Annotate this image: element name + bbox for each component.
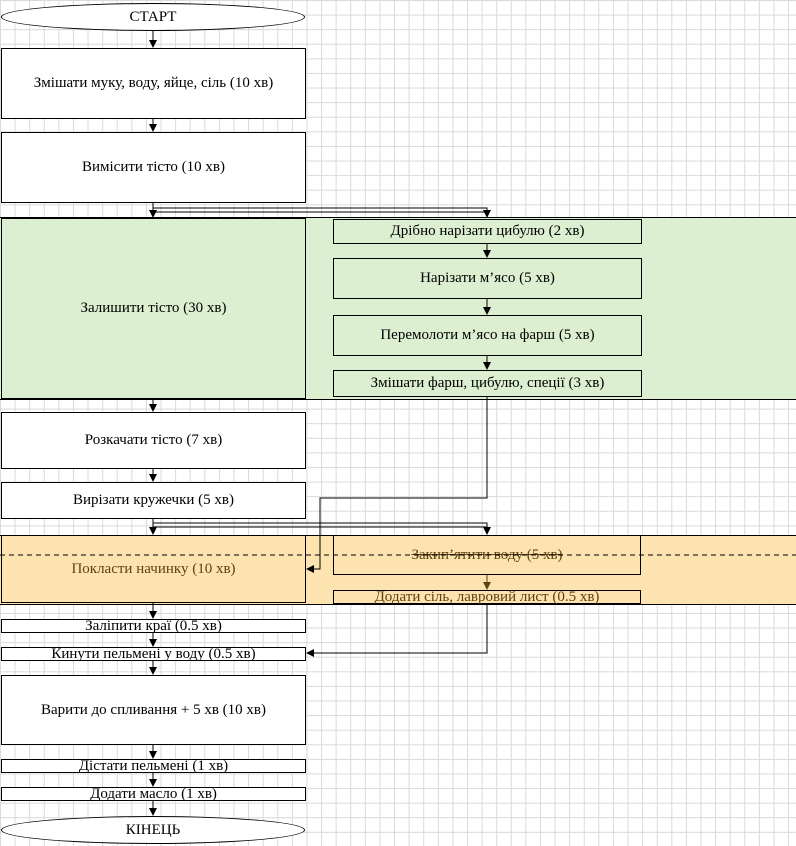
step-add-salt-bay-leaf: Додати сіль, лавровий лист (0.5 хв) [333,589,641,604]
end-terminal: КІНЕЦЬ [1,816,305,844]
start-terminal: СТАРТ [1,3,305,31]
arrow-water-to-throw [306,604,488,657]
step-cook: Варити до спливання + 5 хв (10 хв) [1,675,306,745]
parallel-band-orange [0,535,796,605]
parallel-band-green [0,217,796,400]
step-knead-dough: Вимісити тісто (10 хв) [1,132,306,203]
step-chop-onion: Дрібно нарізати цибулю (2 хв) [333,219,642,244]
step-cut-circles: Вирізати кружечки (5 хв) [1,482,306,519]
step-add-butter: Додати масло (1 хв) [1,786,306,801]
step-rest-dough: Залишити тісто (30 хв) [1,218,306,399]
arrow-circles-to-boil [153,522,491,535]
step-mix-ingredients: Змішати муку, воду, яйце, сіль (10 хв) [1,48,306,119]
step-take-out: Дістати пельмені (1 хв) [1,758,306,773]
step-grind-meat: Перемолоти м’ясо на фарш (5 хв) [333,315,642,356]
step-mix-filling: Змішати фарш, цибулю, спеції (3 хв) [333,370,642,397]
step-seal-edges: Заліпити краї (0.5 хв) [1,618,306,633]
step-cut-meat: Нарізати м’ясо (5 хв) [333,258,642,299]
arrow-filling-to-add-filling [306,397,488,573]
step-add-filling: Покласти начинку (10 хв) [1,535,306,603]
step-roll-dough: Розкачати тісто (7 хв) [1,412,306,469]
step-throw-into-water: Кинути пельмені у воду (0.5 хв) [1,646,306,661]
arrow-knead-to-onion [153,207,491,218]
